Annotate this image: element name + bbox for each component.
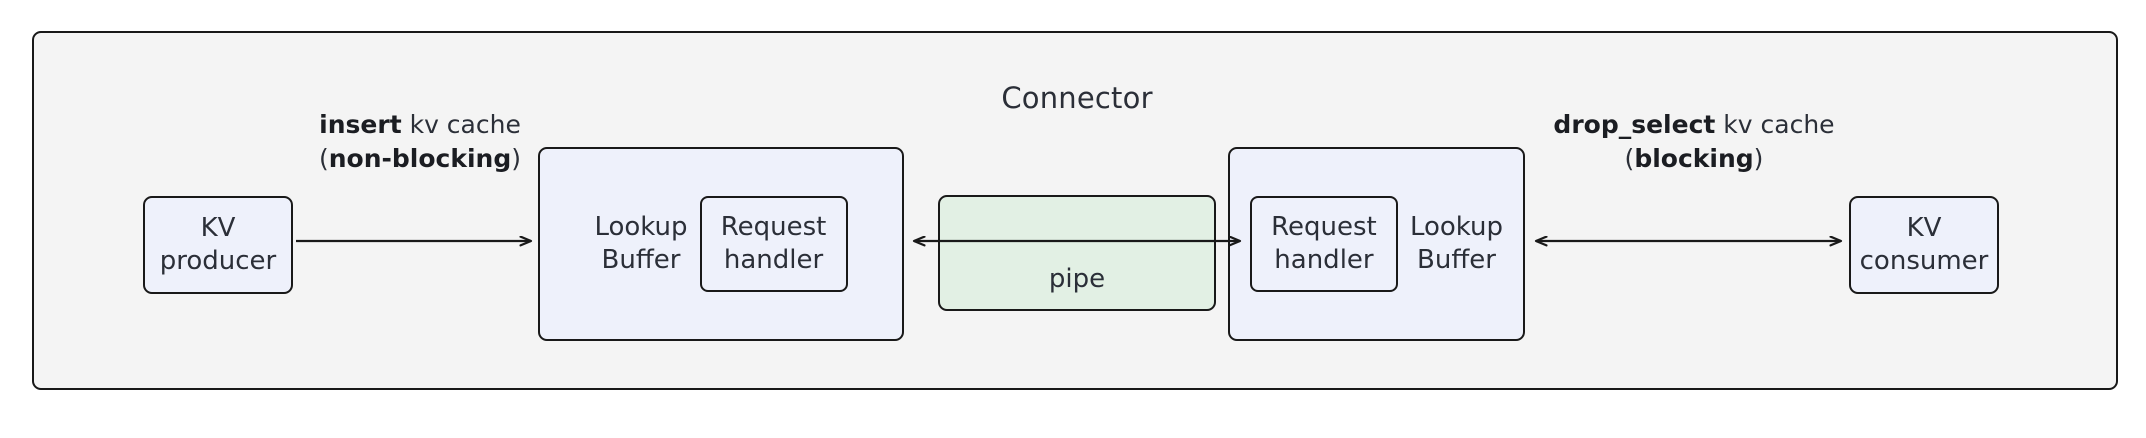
edge-label-insert-line2: (non-blocking) [300, 142, 540, 176]
edge-label-insert-rest: kv cache [401, 110, 521, 139]
edge-label-drop-select-close-paren: ) [1753, 143, 1764, 173]
node-kv-producer[interactable]: KV producer [143, 196, 293, 294]
edge-label-insert-line1: insert kv cache [300, 108, 540, 142]
lookup-buffer-left-label: Lookup Buffer [594, 211, 688, 275]
connector-title: Connector [1001, 81, 1153, 115]
edge-label-drop-select: drop_select kv cache (blocking) [1538, 108, 1850, 175]
node-request-handler-left[interactable]: Request handler [699, 196, 848, 292]
node-request-handler-right[interactable]: Request handler [1249, 196, 1398, 292]
edge-label-drop-select-line2: (blocking) [1538, 142, 1850, 176]
edge-label-insert-open-paren: ( [318, 143, 329, 173]
node-kv-consumer[interactable]: KV consumer [1849, 196, 1999, 294]
edge-label-drop-select-mode: blocking [1634, 143, 1754, 173]
node-lookup-buffer-right[interactable]: Request handler Lookup Buffer [1228, 147, 1525, 341]
edge-label-insert: insert kv cache (non-blocking) [300, 108, 540, 175]
node-pipe[interactable]: pipe [938, 195, 1216, 311]
lookup-buffer-right-content: Request handler Lookup Buffer [1230, 149, 1523, 339]
node-kv-producer-label: KV producer [159, 212, 277, 276]
node-pipe-label: pipe [1048, 263, 1106, 294]
edge-label-drop-select-line1: drop_select kv cache [1538, 108, 1850, 142]
lookup-buffer-right-label: Lookup Buffer [1409, 211, 1504, 275]
node-lookup-buffer-left[interactable]: Lookup Buffer Request handler [538, 147, 904, 341]
edge-label-insert-bold: insert [319, 110, 402, 139]
edge-label-insert-mode: non-blocking [328, 143, 512, 173]
edge-label-drop-select-open-paren: ( [1624, 143, 1635, 173]
node-kv-consumer-label: KV consumer [1859, 212, 1989, 276]
lookup-buffer-left-content: Lookup Buffer Request handler [540, 149, 902, 339]
edge-label-insert-close-paren: ) [511, 143, 522, 173]
edge-label-drop-select-rest: kv cache [1715, 110, 1835, 139]
edge-label-drop-select-bold: drop_select [1553, 110, 1716, 139]
